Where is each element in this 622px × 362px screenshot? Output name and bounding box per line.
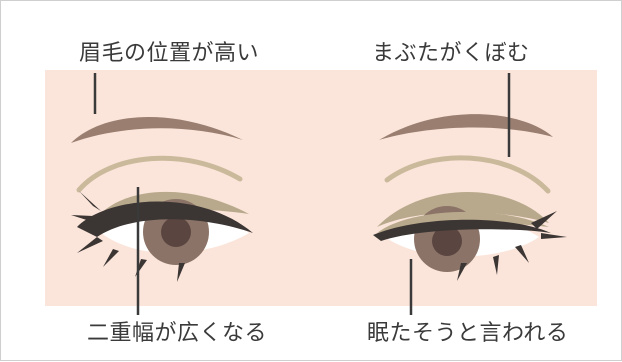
left-pupil bbox=[161, 217, 191, 247]
right-lid-crease bbox=[384, 155, 551, 194]
right-lash-5 bbox=[515, 245, 529, 263]
right-eyeshadow bbox=[377, 191, 549, 227]
left-lash-3 bbox=[77, 237, 103, 253]
right-eye bbox=[373, 114, 567, 281]
right-pupil bbox=[432, 226, 462, 256]
left-eyebrow bbox=[71, 116, 243, 143]
background-band bbox=[45, 70, 597, 306]
left-lash-2 bbox=[79, 191, 101, 211]
label-eyelid-sunken: まぶたがくぼむ bbox=[372, 41, 530, 66]
left-lash-4 bbox=[103, 249, 119, 267]
label-double-eyelid-wider: 二重幅が広くなる bbox=[87, 321, 268, 346]
left-upper-lash-line bbox=[77, 201, 253, 237]
label-looks-sleepy: 眠たそうと言われる bbox=[367, 321, 569, 346]
right-lash-2 bbox=[541, 233, 567, 239]
right-lash-4 bbox=[493, 255, 499, 275]
right-lash-1 bbox=[531, 211, 557, 229]
label-brow-position-high: 眉毛の位置が高い bbox=[79, 41, 260, 66]
left-eye bbox=[71, 116, 253, 282]
right-upper-lash-line bbox=[373, 219, 551, 241]
left-lash-1 bbox=[71, 215, 96, 223]
right-lash-3 bbox=[457, 263, 467, 281]
left-lash-6 bbox=[177, 263, 185, 282]
left-lid-crease bbox=[76, 155, 243, 193]
